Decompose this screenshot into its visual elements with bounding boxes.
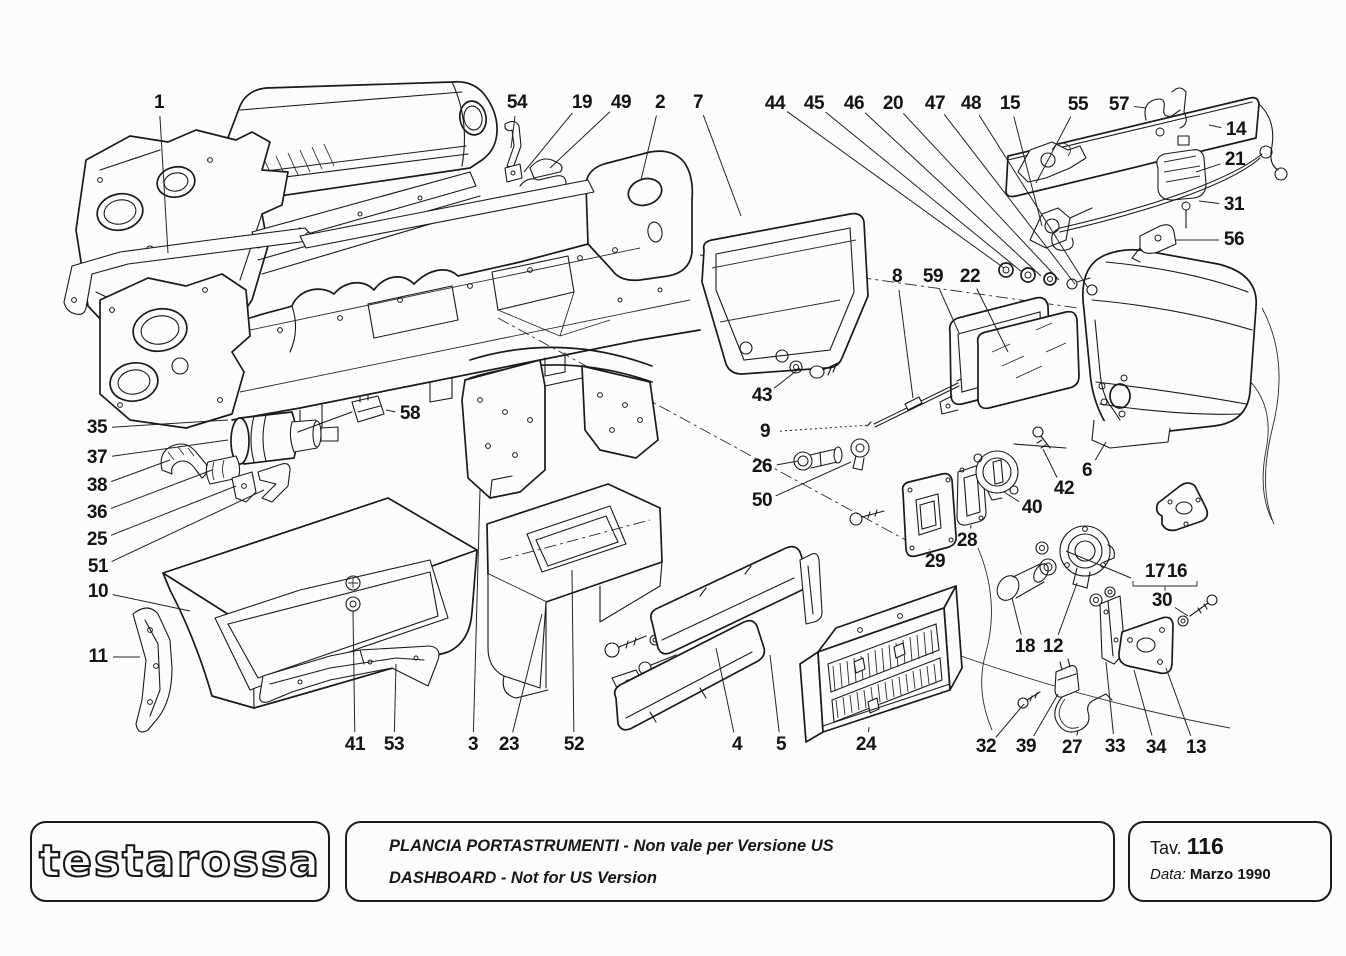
leader-line-55 bbox=[1035, 116, 1072, 184]
leader-line-50 bbox=[775, 461, 852, 497]
leader-line-51 bbox=[111, 489, 265, 562]
part-12-rotary-switch bbox=[1035, 525, 1115, 589]
leader-line-3 bbox=[472, 489, 481, 733]
part-42-screw bbox=[1032, 426, 1051, 449]
leader-line-9 bbox=[779, 424, 871, 432]
leader-line-6 bbox=[1094, 441, 1107, 461]
leader-line-8 bbox=[898, 289, 914, 399]
part-53-lower-strip bbox=[259, 645, 440, 703]
leader-line-54 bbox=[510, 115, 516, 149]
leader-line-4 bbox=[715, 647, 735, 733]
part-33-l-bracket bbox=[1089, 586, 1126, 665]
drawing-title-italian: PLANCIA PORTASTRUMENTI - Non vale per Ve… bbox=[389, 837, 834, 855]
leader-line-18 bbox=[1011, 597, 1022, 635]
leader-line-27 bbox=[1076, 729, 1079, 736]
leader-line-41 bbox=[352, 610, 356, 733]
leader-line-33 bbox=[1105, 661, 1114, 735]
part-57-latch-spring bbox=[1144, 87, 1187, 137]
part-13-upper-plate bbox=[1155, 482, 1209, 532]
logo-box: testarossa bbox=[30, 821, 330, 902]
date-label: Data: bbox=[1150, 866, 1186, 883]
leader-line-49 bbox=[549, 111, 611, 169]
date-line: Data:Marzo 1990 bbox=[1150, 866, 1330, 884]
leader-line-47 bbox=[943, 113, 1076, 285]
leader-line-30 bbox=[1174, 607, 1189, 617]
part-31-release-cable bbox=[1051, 145, 1273, 251]
leader-line-19 bbox=[523, 112, 573, 173]
leader-line-40 bbox=[1003, 491, 1020, 502]
part-29-switch-plate bbox=[849, 472, 957, 558]
leader-line-14 bbox=[1208, 124, 1222, 129]
leader-line-32 bbox=[995, 703, 1025, 738]
part-24-control-unit bbox=[799, 585, 963, 743]
table-number-label: Tav. bbox=[1150, 838, 1182, 858]
label-bracket-17-16 bbox=[1065, 550, 1198, 591]
leader-line-22 bbox=[976, 288, 1009, 353]
leader-line-20 bbox=[902, 113, 1060, 281]
part-8-9-control-rod bbox=[866, 378, 962, 428]
leader-line-31 bbox=[1198, 200, 1220, 205]
leader-line-48 bbox=[978, 114, 1089, 289]
leader-line-23 bbox=[512, 613, 543, 733]
part-2-dashboard-body bbox=[99, 150, 701, 433]
leader-line-15 bbox=[1013, 116, 1043, 227]
part-30-screw bbox=[1177, 594, 1218, 627]
table-number-line: Tav.116 bbox=[1150, 833, 1330, 860]
part-26-50-lighter bbox=[793, 438, 870, 471]
part-18-knob bbox=[996, 563, 1049, 601]
part-6-end-cap bbox=[1082, 248, 1257, 449]
leader-line-1 bbox=[159, 115, 169, 254]
leader-line-59 bbox=[938, 288, 960, 334]
leader-line-5 bbox=[769, 654, 780, 733]
part-4-5-glovebox-lid bbox=[613, 545, 823, 731]
part-3-console-housing bbox=[461, 346, 659, 499]
part-23-52-console-frame bbox=[486, 483, 677, 699]
leader-line-52 bbox=[571, 569, 575, 733]
leader-lines bbox=[110, 105, 1222, 738]
leader-line-34 bbox=[1133, 669, 1153, 736]
leader-line-53 bbox=[393, 663, 397, 733]
part-11-side-strip bbox=[132, 607, 173, 733]
table-number-box: Tav.116 Data:Marzo 1990 bbox=[1128, 821, 1332, 902]
leader-line-12 bbox=[1057, 582, 1078, 635]
part-54-clip bbox=[504, 120, 522, 169]
leader-line-13 bbox=[1165, 667, 1192, 736]
part-43-screws bbox=[789, 360, 841, 379]
leader-line-42 bbox=[1042, 448, 1058, 478]
leader-line-43 bbox=[773, 367, 801, 389]
leader-line-21 bbox=[1195, 163, 1221, 173]
leader-line-58 bbox=[385, 409, 396, 413]
leader-line-10 bbox=[112, 594, 191, 612]
part-56-bracket bbox=[1131, 224, 1177, 263]
leader-line-2 bbox=[640, 115, 657, 181]
drawing-title-english: DASHBOARD - Not for US Version bbox=[389, 869, 657, 887]
leader-line-24 bbox=[867, 726, 870, 733]
brand-logo: testarossa bbox=[38, 835, 321, 888]
leader-line-57 bbox=[1133, 105, 1147, 109]
leader-line-25 bbox=[110, 485, 237, 536]
part-35-37-ignition-switch bbox=[160, 393, 385, 503]
leader-line-7 bbox=[702, 114, 742, 217]
table-number-value: 116 bbox=[1186, 833, 1224, 859]
leader-line-37 bbox=[111, 439, 229, 457]
part-40-switch-unit bbox=[973, 443, 1067, 501]
part-7-side-panel bbox=[701, 212, 869, 375]
leader-line-36 bbox=[110, 469, 213, 509]
leader-line-44 bbox=[786, 111, 1005, 269]
part-32-screw bbox=[1017, 691, 1041, 709]
date-value: Marzo 1990 bbox=[1189, 866, 1271, 883]
leader-line-45 bbox=[825, 111, 1023, 273]
part-59-22-instrument-glass bbox=[939, 296, 1080, 415]
leader-line-26 bbox=[776, 460, 799, 466]
title-box: PLANCIA PORTASTRUMENTI - Non vale per Ve… bbox=[345, 821, 1115, 902]
leader-line-35 bbox=[111, 419, 229, 428]
part-34-13-mount-plate bbox=[1118, 616, 1174, 675]
leader-line-46 bbox=[864, 112, 1042, 277]
part-39-27-cable bbox=[1054, 658, 1113, 733]
leader-line-38 bbox=[110, 459, 171, 483]
leader-line-39 bbox=[1033, 693, 1059, 737]
